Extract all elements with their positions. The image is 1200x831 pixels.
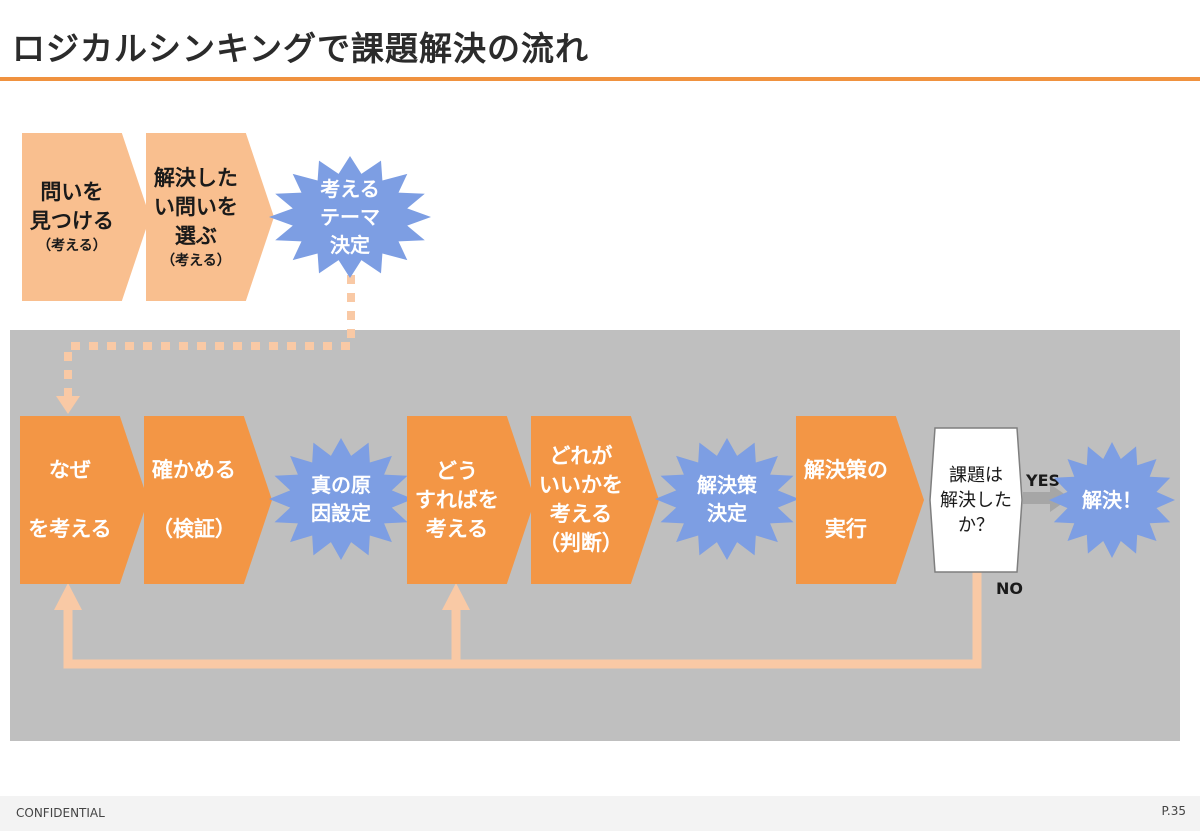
burst-root-cause: 真の原 因設定 — [268, 437, 414, 561]
starburst-shape — [269, 438, 413, 560]
decision-shape — [929, 427, 1023, 573]
burst-solution-decided: 解決策 決定 — [654, 437, 800, 561]
starburst-shape — [655, 438, 799, 560]
page-title: ロジカルシンキングで課題解決の流れ — [12, 29, 590, 68]
title-underline — [0, 77, 1200, 81]
loop-arrowhead-how — [442, 583, 470, 610]
no-label: NO — [996, 579, 1023, 598]
step-consider-how: どう すればを 考える — [407, 416, 535, 584]
starburst-shape — [1049, 442, 1175, 558]
starburst-shape — [269, 156, 431, 278]
feedback-loop — [63, 572, 982, 669]
burst-theme-decided: 考える テーマ 決定 — [268, 155, 432, 279]
burst-solved: 解決！ — [1048, 441, 1176, 559]
footer-confidential: CONFIDENTIAL — [16, 806, 105, 820]
yes-label: YES — [1026, 471, 1061, 490]
decision-solved: 課題は 解決した か？ — [929, 427, 1023, 573]
step-find-question: 問いを 見つける （考える） — [22, 133, 150, 301]
yes-arrow-shaft — [1023, 492, 1053, 504]
dotted-connector — [64, 275, 355, 396]
loop-arrowhead-why — [54, 583, 82, 610]
step-consider-why: なぜ を考える — [20, 416, 148, 584]
dotted-connector-arrowhead — [56, 396, 80, 414]
step-verify: 確かめる （検証） — [144, 416, 272, 584]
footer-page-number: P.35 — [1161, 804, 1186, 818]
step-execute-solution: 解決策の 実行 — [796, 416, 924, 584]
footer-band — [0, 796, 1200, 831]
step-choose-question: 解決した い問いを 選ぶ （考える） — [146, 133, 274, 301]
step-judge-best: どれが いいかを 考える （判断） — [531, 416, 659, 584]
